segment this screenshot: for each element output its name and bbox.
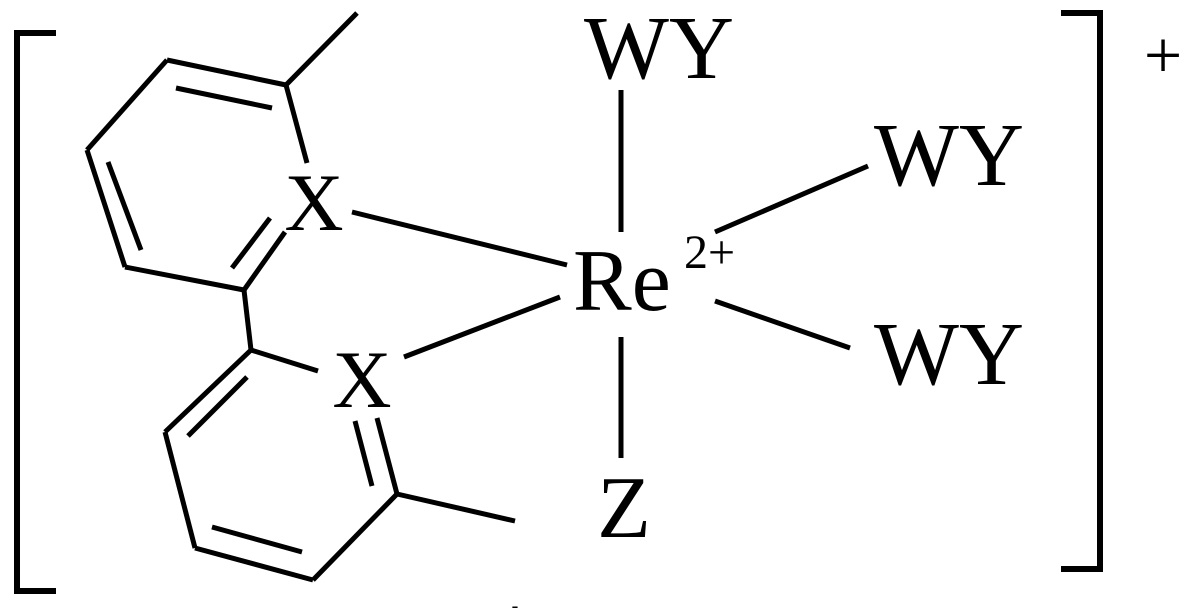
donor-atom-lower-label: X: [332, 334, 391, 425]
metal-bonds: [351, 90, 869, 458]
central-charge-label: 2+: [684, 226, 735, 279]
right-bracket: [1061, 10, 1103, 572]
donor-atom-upper-label: X: [284, 157, 343, 248]
stray-mark: -: [512, 595, 519, 616]
ligand-lower-right-label: WY: [874, 305, 1024, 404]
inter-ring-bond: [241, 289, 254, 351]
ligand-bottom-label: Z: [597, 460, 651, 557]
complex-charge-label: +: [1144, 17, 1182, 93]
lower-ring: [162, 347, 516, 583]
upper-ring: [84, 11, 359, 293]
left-bracket: [14, 30, 56, 594]
ligand-upper-right-label: WY: [874, 106, 1024, 205]
ligand-top-label: WY: [584, 0, 734, 98]
central-atom-label: Re: [573, 233, 671, 330]
